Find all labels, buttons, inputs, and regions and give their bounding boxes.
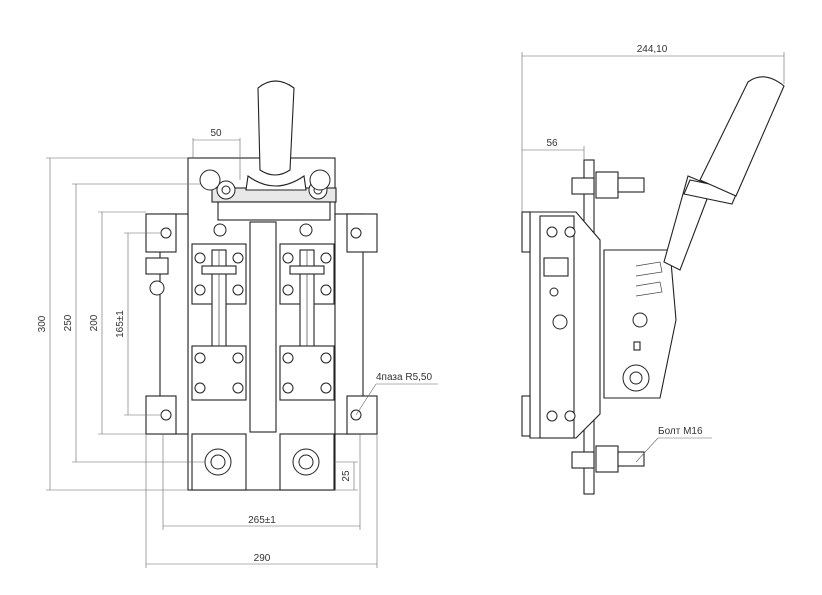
- dim-width-total: 290: [254, 553, 271, 564]
- front-view: 290 265±1 300 250 200 165±1 50: [37, 80, 438, 568]
- handle-base: [245, 175, 307, 191]
- dim-height-200: 200: [89, 314, 100, 331]
- dim-mount-spacing: 265±1: [248, 515, 276, 526]
- dim-overall-depth: 244,10: [637, 44, 668, 55]
- side-ear-bottom: [521, 395, 531, 437]
- dim-handle-offset: 50: [210, 128, 222, 139]
- dim-height-total: 300: [37, 315, 48, 332]
- center-divider: [249, 221, 277, 433]
- handle: [257, 80, 295, 176]
- side-bolt-top: [571, 171, 645, 199]
- handle-yoke: [217, 201, 331, 221]
- note-slots: 4паза R5,50: [376, 372, 432, 383]
- dim-height-250: 250: [63, 314, 74, 331]
- dim-height-165: 165±1: [115, 310, 126, 338]
- side-view: 244,10 56 Болт М16: [521, 44, 785, 495]
- dim-terminal: 25: [341, 470, 352, 482]
- lower-contacts: [191, 345, 335, 401]
- dim-base-offset: 56: [546, 138, 558, 149]
- top-bolt-right: [309, 169, 331, 191]
- side-bolt-bottom: [571, 445, 645, 473]
- side-ear-top: [521, 211, 531, 253]
- note-bolt: Болт М16: [658, 426, 703, 437]
- mount-ear-tr: [346, 213, 378, 253]
- mech-pin: [632, 312, 648, 328]
- side-bolts: [145, 227, 362, 421]
- side-handle-grip: [699, 76, 785, 197]
- mech-pivot-inner: [629, 371, 643, 385]
- crossbar-bolt-left-inner: [221, 185, 231, 195]
- top-bolt-left: [199, 169, 221, 191]
